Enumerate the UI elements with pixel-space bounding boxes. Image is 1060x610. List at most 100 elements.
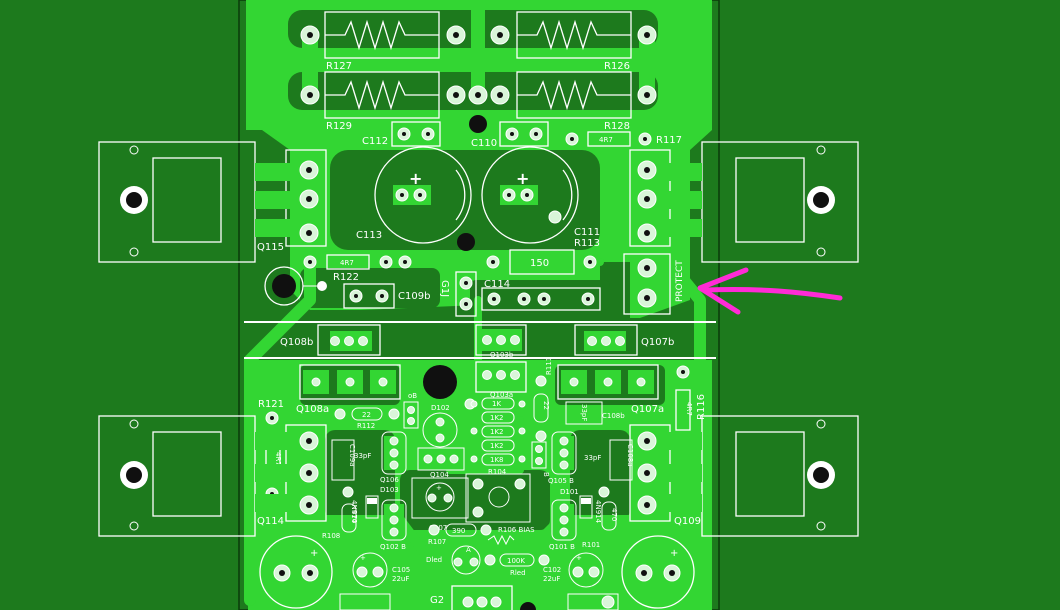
heatsink-q115 xyxy=(98,141,256,263)
diode-d102: D102 xyxy=(422,404,458,448)
marker-b-right: B xyxy=(531,441,550,477)
label-q105: Q105 B xyxy=(548,477,574,485)
connector-g2: G2 xyxy=(430,585,513,610)
label-r107: R107 xyxy=(428,538,446,546)
label-c105: C105 xyxy=(392,566,410,574)
label-q115: Q115 xyxy=(257,242,284,253)
label-rled: Rled xyxy=(510,569,526,577)
value-c102: 22uF xyxy=(543,575,560,583)
label-r112: R112 xyxy=(357,422,375,430)
label-dled: Dled xyxy=(426,556,442,564)
transistor-q103a: Q103a xyxy=(475,361,527,399)
label-c112: C112 xyxy=(362,136,388,147)
label-r101: R101 xyxy=(582,541,600,549)
led-dled: A Dled xyxy=(426,545,481,575)
value-r112: 22 xyxy=(362,411,371,419)
value-c108a: 33pF xyxy=(584,454,601,462)
capacitor-c108b: 33pF C108b xyxy=(565,401,625,425)
mounting-hole-left xyxy=(264,266,327,306)
value-r113: 150 xyxy=(530,258,549,269)
ladder-value-0: 1K xyxy=(492,400,501,408)
ladder-value-1: 1K2 xyxy=(490,414,504,422)
diode-d101: D101 4N914 470 xyxy=(560,486,618,531)
resistor-r107: 390 R107 xyxy=(428,523,515,546)
plus-big-right: + xyxy=(670,548,678,559)
label-r122: R122 xyxy=(333,272,359,283)
label-r111: R111 xyxy=(545,357,553,375)
value-r101: 470 xyxy=(610,508,618,521)
label-d103: D103 xyxy=(380,486,399,494)
label-r104: R104 xyxy=(488,468,507,476)
label-c110: C110 xyxy=(471,138,497,149)
via-bottom-right xyxy=(601,595,615,609)
capacitor-c102: + C102 22uF xyxy=(543,552,604,588)
capacitor-c109b: C109b xyxy=(343,283,430,309)
capacitor-c113: + C113 xyxy=(356,146,472,244)
resistor-r112: 22 R112 xyxy=(334,407,400,430)
label-c114: C114 xyxy=(484,279,510,290)
center-pads xyxy=(457,85,488,251)
resistor-r122: 4R7 R122 xyxy=(303,254,412,283)
hole-bottom xyxy=(520,602,536,610)
label-r128: R128 xyxy=(604,121,630,132)
label-r113: R113 xyxy=(574,238,600,249)
plus-c105: + xyxy=(360,554,366,562)
label-protect: PROTECT xyxy=(675,260,685,302)
value-r107: 390 xyxy=(452,527,465,535)
resistor-ladder: 1K 1K2 1K2 1K2 1K8 R104 xyxy=(470,397,526,476)
capacitor-c105: + C105 22uF xyxy=(352,552,410,588)
value-c109a: 33pF xyxy=(354,452,371,460)
value-r111: 22 xyxy=(542,401,550,410)
label-q108a: Q108a xyxy=(296,404,329,415)
label-c108b: C108b xyxy=(602,412,625,420)
heatsink-q109 xyxy=(701,415,859,537)
label-q109: Q109 xyxy=(674,516,701,527)
transistor-q114: Q114 xyxy=(255,424,327,527)
value-r117: 4R7 xyxy=(599,136,613,144)
label-r106: R106 BIAS xyxy=(498,526,535,534)
value-r122: 4R7 xyxy=(340,259,354,267)
label-b-right: B xyxy=(542,472,550,477)
ladder-value-2: 1K2 xyxy=(490,428,504,436)
transistor-q101: Q101 B xyxy=(549,499,577,551)
transistor-q115: Q115 xyxy=(255,149,327,253)
value-r108: 470 xyxy=(350,510,358,523)
heatsink-q114 xyxy=(98,415,256,537)
transistor-q117 xyxy=(629,149,702,247)
footprint-bottom-right xyxy=(567,593,619,610)
capacitor-big-left: + xyxy=(259,535,333,609)
resistor-r128: R128 xyxy=(490,71,657,132)
label-q102: Q102 B xyxy=(380,543,406,551)
resistor-r116: 4R7 R116 xyxy=(675,365,707,431)
transistor-q108a: Q108a xyxy=(296,364,401,415)
label-q104: Q104 xyxy=(430,471,449,479)
transistor-q106: Q106 xyxy=(380,431,407,484)
capacitor-c108a: C108a 33pF xyxy=(584,439,634,481)
resistor-r113: 150 R113 xyxy=(486,238,600,275)
label-q114: Q114 xyxy=(257,516,284,527)
label-led-a: A xyxy=(466,546,471,554)
capacitor-c110: C110 xyxy=(471,121,549,149)
via-c111 xyxy=(548,210,562,224)
plus-c111: + xyxy=(516,169,529,188)
label-q107a: Q107a xyxy=(631,404,664,415)
label-ob: oB xyxy=(408,392,417,400)
resistor-r117: 4R7 R117 xyxy=(565,131,682,147)
label-q103a: Q103a xyxy=(490,391,513,399)
capacitor-c111: + C111 xyxy=(481,146,600,244)
transistor-q102: Q102 B xyxy=(380,499,407,551)
resistor-rled: 100K Rled xyxy=(484,553,550,577)
label-q107b: Q107b xyxy=(641,337,674,348)
resistor-r129: R129 xyxy=(300,71,466,132)
value-rled: 100K xyxy=(507,557,525,565)
trimmer-r106: R106 BIAS xyxy=(465,473,535,534)
label-r116: R116 xyxy=(696,394,707,420)
marker-ob: oB xyxy=(403,392,419,429)
diode-d103: D103 4N914 470 xyxy=(341,486,399,533)
label-r127: R127 xyxy=(326,61,352,72)
transistor-q104: Q104 xyxy=(417,447,465,479)
capacitor-big-right: + xyxy=(621,535,695,609)
label-d104: 4N914 xyxy=(350,500,358,524)
resistor-r127: R127 xyxy=(300,11,466,72)
